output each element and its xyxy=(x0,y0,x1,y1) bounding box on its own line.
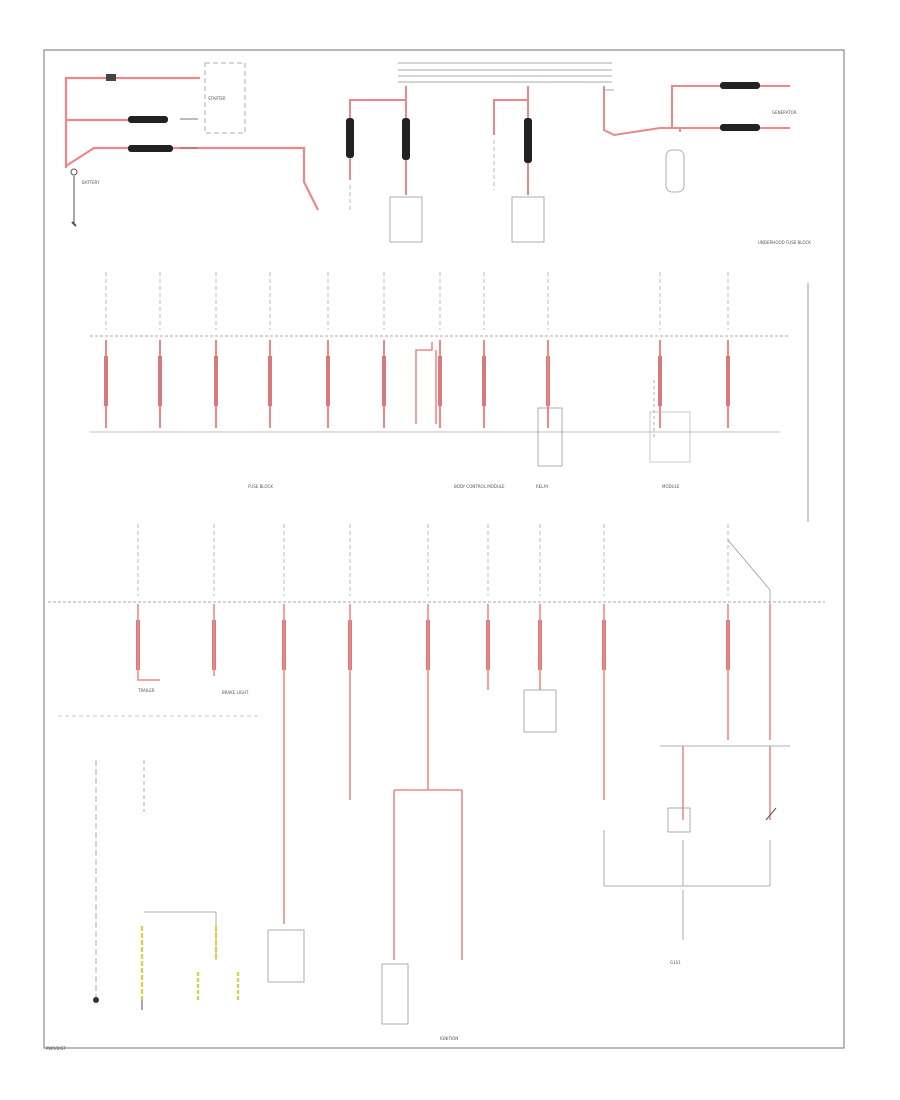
starter-label: STARTER xyxy=(208,96,226,101)
brake-light-label: BRAKE LIGHT xyxy=(222,690,249,695)
diagram-frame xyxy=(43,49,845,1049)
fuse-3 xyxy=(268,356,272,406)
fuse-megafuse-1 xyxy=(128,116,168,123)
fuse-10 xyxy=(726,356,730,406)
module-label: MODULE xyxy=(662,484,680,489)
relay-label: RELAY xyxy=(536,484,549,489)
top-bus xyxy=(398,62,612,83)
battery-circuit xyxy=(64,62,319,227)
fuse-1 xyxy=(158,356,162,406)
underhood-fuse-block-label: UNDERHOOD FUSE BLOCK xyxy=(758,240,811,245)
lower-components xyxy=(93,539,790,1025)
fuse-4 xyxy=(326,356,330,406)
fuse-5 xyxy=(382,356,386,406)
starter-box xyxy=(204,62,246,134)
fuse-7 xyxy=(482,356,486,406)
fuse-megafuse-2 xyxy=(128,145,173,152)
footer-ref: PWR/DIST xyxy=(46,1046,66,1051)
generator-label: GENERATOR xyxy=(772,110,797,115)
lower-columns xyxy=(136,524,730,670)
body-control-label: BODY CONTROL MODULE xyxy=(454,484,505,489)
fuse-9 xyxy=(658,356,662,406)
upper-fuses xyxy=(346,86,545,243)
fuse-0 xyxy=(104,356,108,406)
trailer-label: TRAILER xyxy=(138,688,155,693)
generator-circuit xyxy=(603,82,790,193)
ignition-label: IGNITION xyxy=(440,1036,459,1041)
ground-label: G101 xyxy=(670,960,681,965)
fuse-2 xyxy=(214,356,218,406)
relay-area xyxy=(415,342,691,467)
fuse-6 xyxy=(438,356,442,406)
fuse-block-label: FUSE BLOCK xyxy=(248,484,273,489)
battery-label: BATTERY xyxy=(82,180,100,185)
